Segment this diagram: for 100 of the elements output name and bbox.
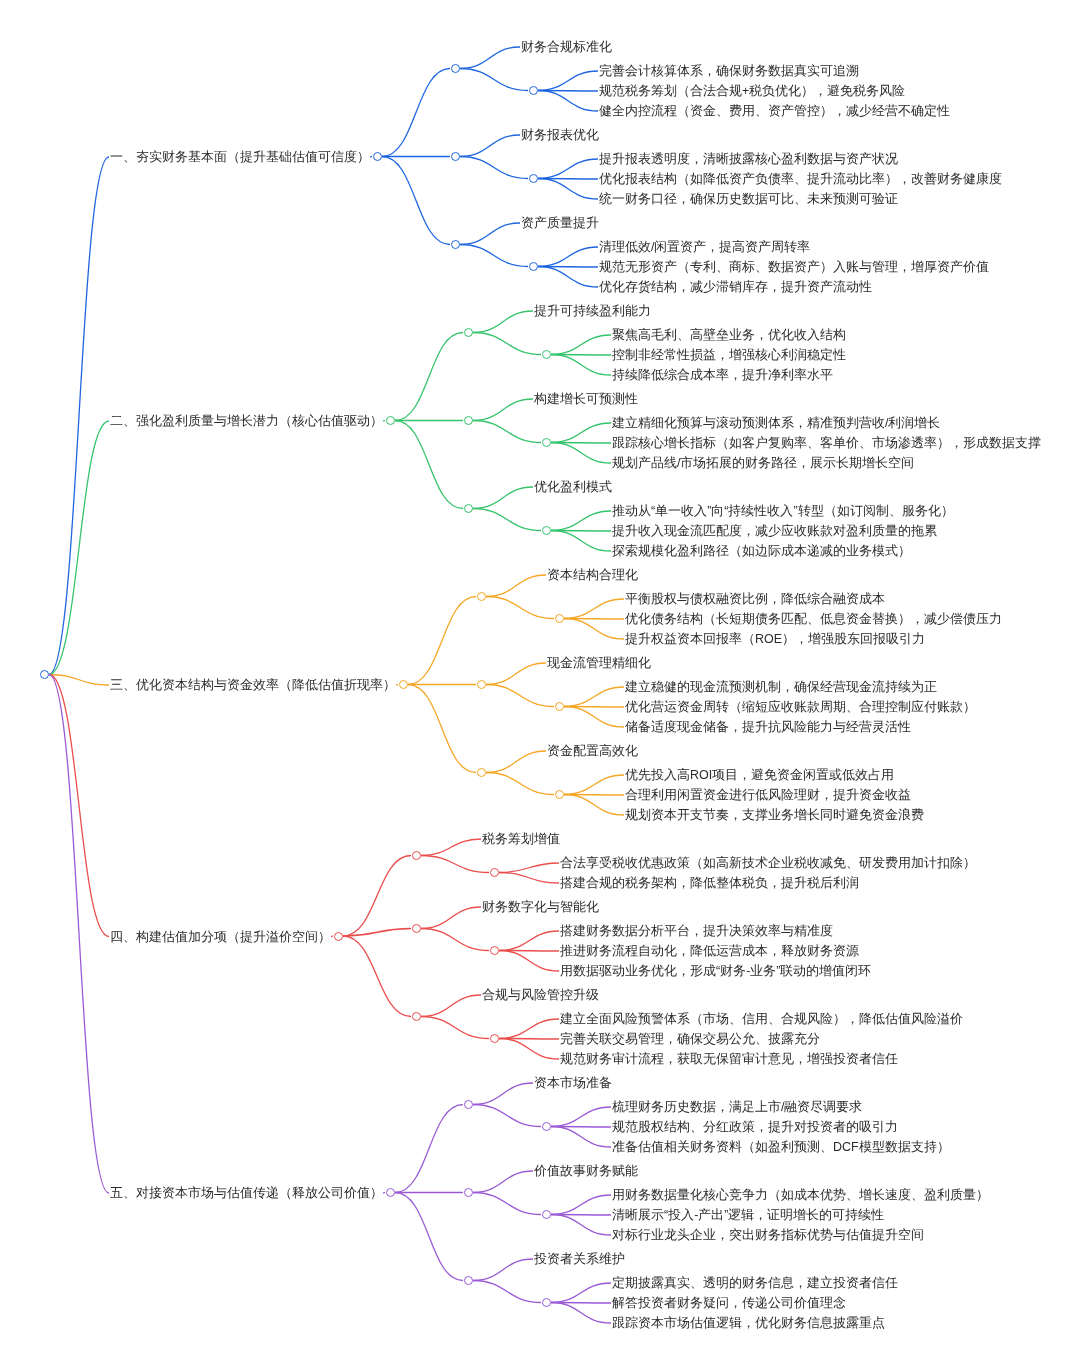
branch-dot: [555, 614, 564, 623]
detail-label: 清晰展示“投入-产出”逻辑，证明增长的可持续性: [612, 1206, 885, 1224]
branch-dot: [464, 1100, 473, 1109]
branch-line: [472, 419, 542, 444]
detail-label: 规范财务审计流程，获取无保留审计意见，增强投资者信任: [560, 1050, 898, 1068]
branch-line: [382, 419, 386, 422]
branch-dot: [542, 526, 551, 535]
detail-label: 建立全面风险预警体系（市场、信用、合规风险），降低估值风险溢价: [560, 1010, 963, 1028]
branch-line: [498, 1037, 560, 1060]
subtopic-label: 财务报表优化: [521, 126, 599, 144]
subtopic-label: 合规与风险管控升级: [482, 986, 599, 1004]
branch-dot: [412, 851, 421, 860]
branch-line: [459, 243, 529, 268]
branch-line: [407, 683, 477, 774]
branch-line: [48, 673, 110, 1194]
detail-label: 合理利用闲置资金进行低风险理财，提升资金收益: [625, 786, 911, 804]
branch-line: [48, 156, 110, 676]
detail-label: 推进财务流程自动化，降低运营成本，释放财务资源: [560, 942, 859, 960]
branch-dot: [40, 670, 49, 679]
branch-label: 一、夯实财务基本面（提升基础估值可信度）: [110, 148, 370, 166]
branch-line: [342, 927, 412, 937]
detail-label: 平衡股权与债权融资比例，降低综合融资成本: [625, 590, 885, 608]
subtopic-label: 提升可持续盈利能力: [534, 302, 651, 320]
branch-line: [394, 1103, 464, 1194]
subtopic-label: 优化盈利模式: [534, 478, 612, 496]
subtopic-label: 资本结构合理化: [547, 566, 638, 584]
branch-line: [550, 1213, 612, 1236]
branch-line: [537, 89, 599, 112]
branch-dot: [490, 868, 499, 877]
detail-label: 优先投入高ROI项目，避免资金闲置或低效占用: [625, 766, 895, 784]
detail-label: 梳理财务历史数据，满足上市/融资尽调要求: [612, 1098, 863, 1116]
branch-dot: [334, 931, 343, 941]
detail-label: 规划资本开支节奏，支撑业务增长同时避免资金浪费: [625, 806, 924, 824]
detail-label: 定期披露真实、透明的财务信息，建立投资者信任: [612, 1274, 898, 1292]
branch-dot: [386, 1188, 395, 1197]
branch-line: [407, 595, 477, 686]
detail-label: 优化存货结构，减少滞销库存，提升资产流动性: [599, 278, 872, 296]
detail-label: 搭建财务数据分析平台，提升决策效率与精准度: [560, 922, 833, 940]
detail-label: 建立稳健的现金流预测机制，确保经营现金流持续为正: [625, 678, 937, 696]
branch-dot: [529, 174, 538, 183]
detail-label: 储备适度现金储备，提升抗风险能力与经营灵活性: [625, 718, 911, 736]
branch-dot: [464, 1276, 473, 1285]
branch-line: [563, 705, 625, 728]
branch-line: [459, 67, 529, 92]
branch-line: [382, 1191, 386, 1194]
branch-line: [498, 949, 560, 972]
branch-dot: [464, 504, 473, 513]
detail-label: 控制非经常性损益，增强核心利润稳定性: [612, 346, 846, 364]
detail-label: 优化营运资金周转（缩短应收账款周期、合理控制应付账款）: [625, 698, 976, 716]
branch-dot: [542, 438, 551, 447]
branch-label: 三、优化资本结构与资金效率（降低估值折现率）: [110, 676, 396, 694]
branch-dot: [477, 680, 486, 689]
detail-label: 解答投资者财务疑问，传递公司价值理念: [612, 1294, 846, 1312]
branch-line: [48, 673, 110, 938]
branch-dot: [451, 64, 460, 73]
detail-label: 探索规模化盈利路径（如边际成本递减的业务模式）: [612, 542, 911, 560]
subtopic-label: 现金流管理精细化: [547, 654, 651, 672]
branch-line: [537, 265, 599, 288]
detail-label: 对标行业龙头企业，突出财务指标优势与估值提升空间: [612, 1226, 924, 1244]
branch-line: [420, 1015, 490, 1040]
branch-dot: [477, 768, 486, 777]
branch-dot: [464, 416, 473, 425]
detail-label: 健全内控流程（资金、费用、资产管控），减少经营不确定性: [599, 102, 950, 120]
branch-line: [485, 595, 555, 620]
subtopic-label: 税务筹划增值: [482, 830, 560, 848]
detail-label: 优化报表结构（如降低资产负债率、提升流动比率），改善财务健康度: [599, 170, 1002, 188]
branch-line: [550, 529, 612, 552]
branch-dot: [412, 924, 421, 933]
branch-dot: [490, 946, 499, 955]
branch-line: [537, 177, 599, 200]
branch-dot: [477, 592, 486, 601]
branch-dot: [412, 1012, 421, 1021]
detail-label: 统一财务口径，确保历史数据可比、未来预测可验证: [599, 190, 898, 208]
subtopic-label: 财务合规标准化: [521, 38, 612, 56]
branch-label: 五、对接资本市场与估值传递（释放公司价值）: [110, 1184, 383, 1202]
detail-label: 建立精细化预算与滚动预测体系，精准预判营收/利润增长: [612, 414, 941, 432]
branch-dot: [399, 680, 408, 689]
subtopic-label: 资金配置高效化: [547, 742, 638, 760]
subtopic-label: 价值故事财务赋能: [534, 1162, 638, 1180]
branch-line: [485, 771, 555, 796]
branch-line: [394, 331, 464, 422]
branch-dot: [464, 328, 473, 337]
branch-dot: [555, 702, 564, 711]
branch-dot: [451, 240, 460, 249]
branch-line: [550, 441, 612, 464]
detail-label: 规范无形资产（专利、商标、数据资产）入账与管理，增厚资产价值: [599, 258, 989, 276]
subtopic-label: 资产质量提升: [521, 214, 599, 232]
branch-dot: [451, 152, 460, 161]
branch-line: [472, 1191, 542, 1216]
branch-line: [330, 935, 334, 938]
detail-label: 合法享受税收优惠政策（如高新技术企业税收减免、研发费用加计扣除）: [560, 854, 976, 872]
subtopic-label: 投资者关系维护: [534, 1250, 625, 1268]
detail-label: 聚焦高毛利、高壁垒业务，优化收入结构: [612, 326, 846, 344]
detail-label: 规划产品线/市场拓展的财务路径，展示长期增长空间: [612, 454, 915, 472]
branch-line: [472, 507, 542, 532]
branch-line: [550, 1125, 612, 1148]
branch-label: 二、强化盈利质量与增长潜力（核心估值驱动）: [110, 412, 383, 430]
branch-line: [550, 353, 612, 376]
subtopic-label: 资本市场准备: [534, 1074, 612, 1092]
branch-dot: [464, 1188, 473, 1197]
